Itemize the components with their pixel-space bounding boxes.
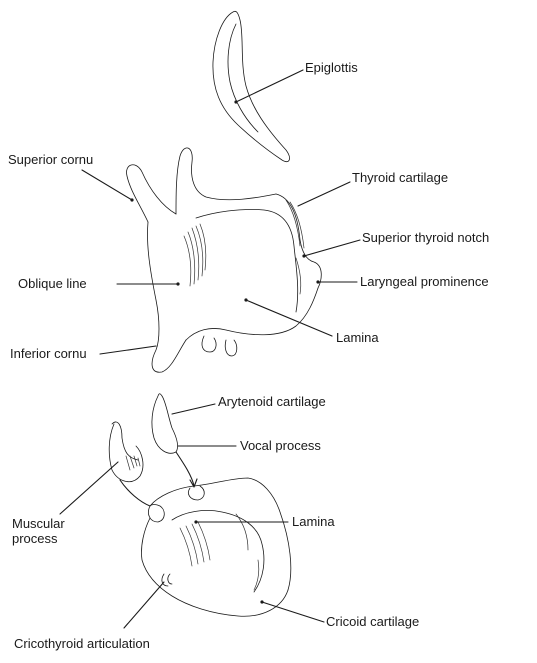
label-cricothyroid-articulation: Cricothyroid articulation [14, 636, 150, 651]
cricoid-cartilage-shape [141, 478, 290, 616]
leader-cricothyroid-articulation [124, 582, 164, 628]
label-cricoid-cartilage: Cricoid cartilage [326, 614, 419, 629]
label-lamina-cricoid: Lamina [292, 514, 335, 529]
label-laryngeal-prominence: Laryngeal prominence [360, 274, 489, 289]
label-lamina-thyroid: Lamina [336, 330, 379, 345]
arytenoid-cartilage-shape [109, 394, 177, 482]
leader-cricoid-cartilage [262, 602, 324, 622]
label-superior-thyroid-notch: Superior thyroid notch [362, 230, 489, 245]
label-thyroid-cartilage: Thyroid cartilage [352, 170, 448, 185]
epiglottis-shape [213, 11, 290, 161]
label-oblique-line: Oblique line [18, 276, 87, 291]
label-arytenoid-cartilage: Arytenoid cartilage [218, 394, 326, 409]
leader-lines [60, 70, 360, 628]
label-superior-cornu: Superior cornu [8, 152, 93, 167]
leader-superior-cornu [82, 170, 132, 200]
vocal-process-arrow [176, 452, 194, 486]
leader-lamina-thyroid [246, 300, 332, 336]
leader-thyroid-cartilage [298, 182, 350, 206]
label-epiglottis: Epiglottis [305, 60, 358, 75]
label-inferior-cornu: Inferior cornu [10, 346, 87, 361]
thyroid-cartilage-shape [127, 148, 322, 372]
label-vocal-process: Vocal process [240, 438, 321, 453]
label-muscular-process: Muscular process [12, 516, 82, 546]
leader-muscular-process [60, 462, 118, 514]
leader-inferior-cornu [100, 346, 156, 354]
leader-arytenoid-cartilage [172, 404, 215, 414]
leader-superior-thyroid-notch [304, 240, 360, 256]
